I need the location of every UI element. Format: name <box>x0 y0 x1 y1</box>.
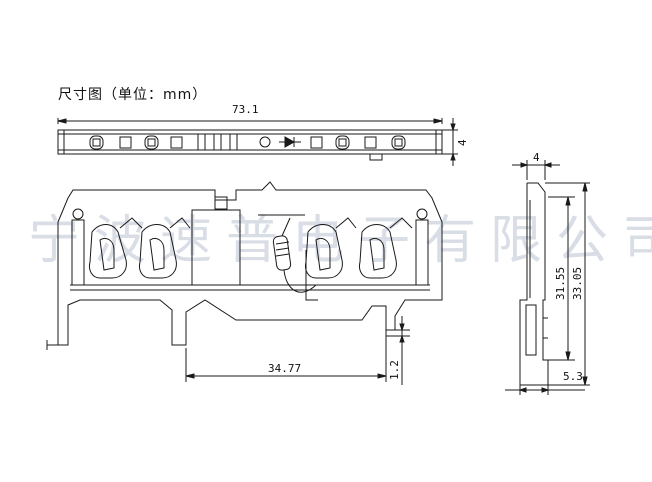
dim-side-width: 4 <box>533 151 540 164</box>
top-view <box>57 118 458 166</box>
dim-height-total: 33.05 <box>571 267 584 300</box>
spring-clamp-right <box>305 217 413 279</box>
dim-top-thickness: 4 <box>456 139 469 146</box>
watermark-text: 宁波速普电子有限公司 <box>28 211 652 271</box>
dim-foot-offset: 1.2 <box>388 360 401 380</box>
spring-clamp-left <box>89 217 191 279</box>
front-view <box>46 181 443 385</box>
side-view <box>505 160 590 395</box>
dim-base-width: 34.77 <box>268 362 301 375</box>
diode-symbol <box>279 136 301 148</box>
dim-side-base: 5.3 <box>563 370 583 383</box>
drawing-title: 尺寸图（单位：mm） <box>58 87 208 103</box>
dim-overall-length: 73.1 <box>232 103 259 116</box>
dim-height-inner: 31.55 <box>554 267 567 300</box>
resistor-component <box>258 214 318 301</box>
